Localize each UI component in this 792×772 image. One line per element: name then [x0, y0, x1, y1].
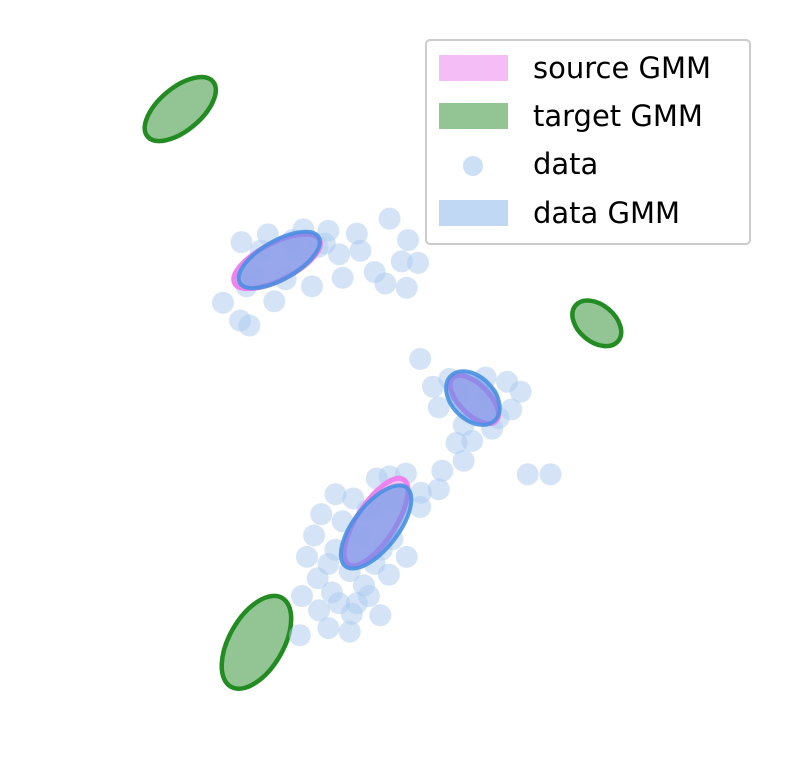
data-gmm-ellipse-2 [338, 483, 414, 571]
data-point [390, 250, 413, 273]
data-point [296, 545, 318, 568]
legend-swatch-source-gmm [439, 55, 508, 81]
data-point [324, 483, 347, 506]
legend-marker-data [463, 156, 483, 176]
target-gmm-layer [142, 74, 624, 691]
data-point [288, 624, 311, 647]
data-point [516, 463, 539, 486]
data-point [427, 478, 450, 501]
data-point [338, 620, 361, 643]
data-point [377, 563, 400, 586]
data-point [291, 585, 314, 608]
data-point [378, 207, 401, 230]
data-point [238, 314, 261, 337]
legend: source GMM target GMM data data GMM [425, 39, 751, 245]
data-point [395, 276, 418, 299]
data-point [395, 545, 418, 568]
data-point [369, 604, 392, 627]
data-point [500, 398, 523, 421]
data-point [509, 380, 532, 403]
legend-label-data: data [533, 147, 598, 181]
data-point [409, 347, 432, 370]
data-point [363, 261, 386, 284]
legend-swatch-target-gmm [439, 103, 508, 129]
data-point [340, 602, 363, 625]
data-point [310, 503, 333, 526]
legend-swatch-data-gmm [439, 200, 508, 226]
legend-label-data-gmm: data GMM [533, 196, 680, 230]
data-point [357, 585, 380, 608]
data-gmm-layer [236, 229, 502, 571]
data-point [407, 251, 430, 274]
data-point [306, 567, 329, 590]
data-point [539, 463, 562, 486]
data-point [409, 496, 432, 519]
data-point [427, 396, 450, 419]
data-point [211, 291, 234, 314]
data-point [300, 275, 323, 298]
legend-label-target-gmm: target GMM [533, 99, 703, 133]
data-point [331, 266, 354, 289]
data-point [230, 231, 253, 254]
data-point [345, 222, 368, 245]
data-point [431, 459, 454, 482]
data-gmm-ellipse-1 [444, 369, 502, 427]
data-point [317, 617, 340, 640]
data-point [308, 599, 331, 622]
data-point [445, 431, 468, 454]
target-gmm-ellipse-1 [570, 298, 624, 349]
data-point [263, 290, 286, 313]
target-gmm-ellipse-0 [142, 74, 219, 144]
data-point [452, 449, 475, 472]
legend-label-source-gmm: source GMM [533, 51, 711, 85]
target-gmm-ellipse-2 [219, 593, 294, 691]
data-point [349, 239, 372, 262]
data-point [422, 375, 445, 398]
data-point [303, 524, 326, 547]
data-point [397, 229, 420, 252]
legend-frame [425, 39, 751, 245]
data-gmm-ellipse-0 [236, 229, 322, 291]
